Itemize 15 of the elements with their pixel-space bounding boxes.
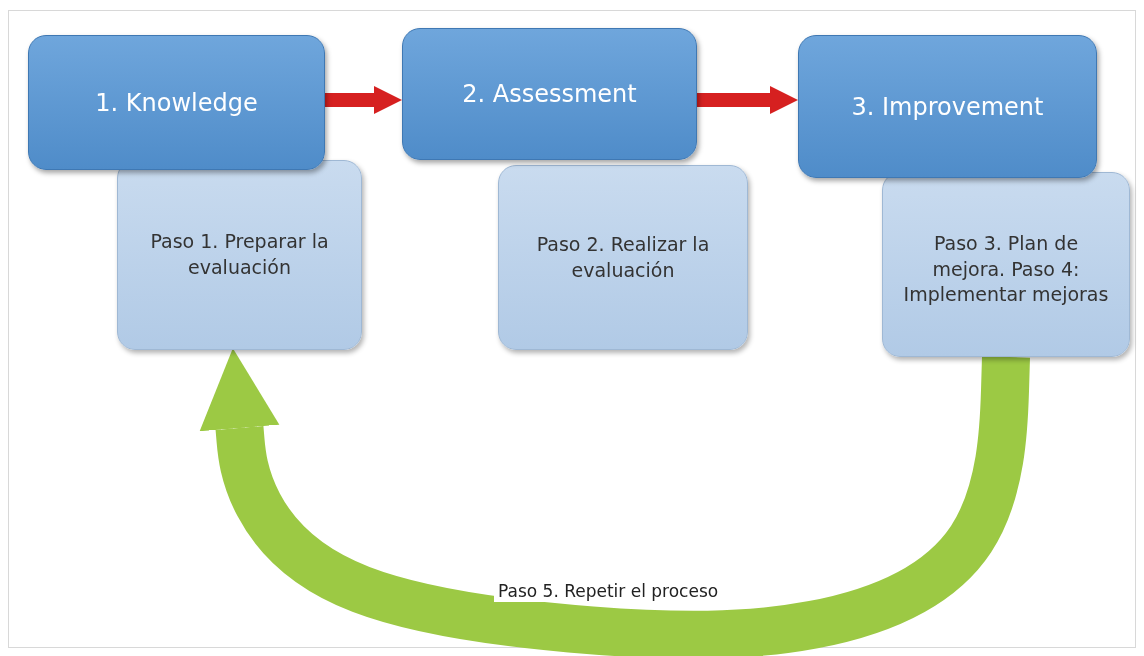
arrow [325, 86, 402, 114]
step-text: Paso 1. Preparar la evaluación [149, 229, 330, 280]
step-box [498, 165, 748, 350]
step-text: Paso 2. Realizar la evaluación [535, 231, 711, 283]
stage-title: 2. Assessment [462, 80, 637, 108]
stage-title: 3. Improvement [851, 92, 1044, 121]
arrow [697, 86, 798, 114]
stage-title: 1. Knowledge [95, 88, 258, 117]
stage-box [798, 35, 1097, 178]
stage-box [402, 28, 697, 160]
step-text: Paso 3. Plan de mejora. Paso 4: Implementar mejoras [902, 231, 1110, 308]
step-box [882, 172, 1130, 357]
curved-arrow [199, 348, 1030, 656]
step-box [117, 160, 362, 350]
stage-box [28, 35, 325, 170]
